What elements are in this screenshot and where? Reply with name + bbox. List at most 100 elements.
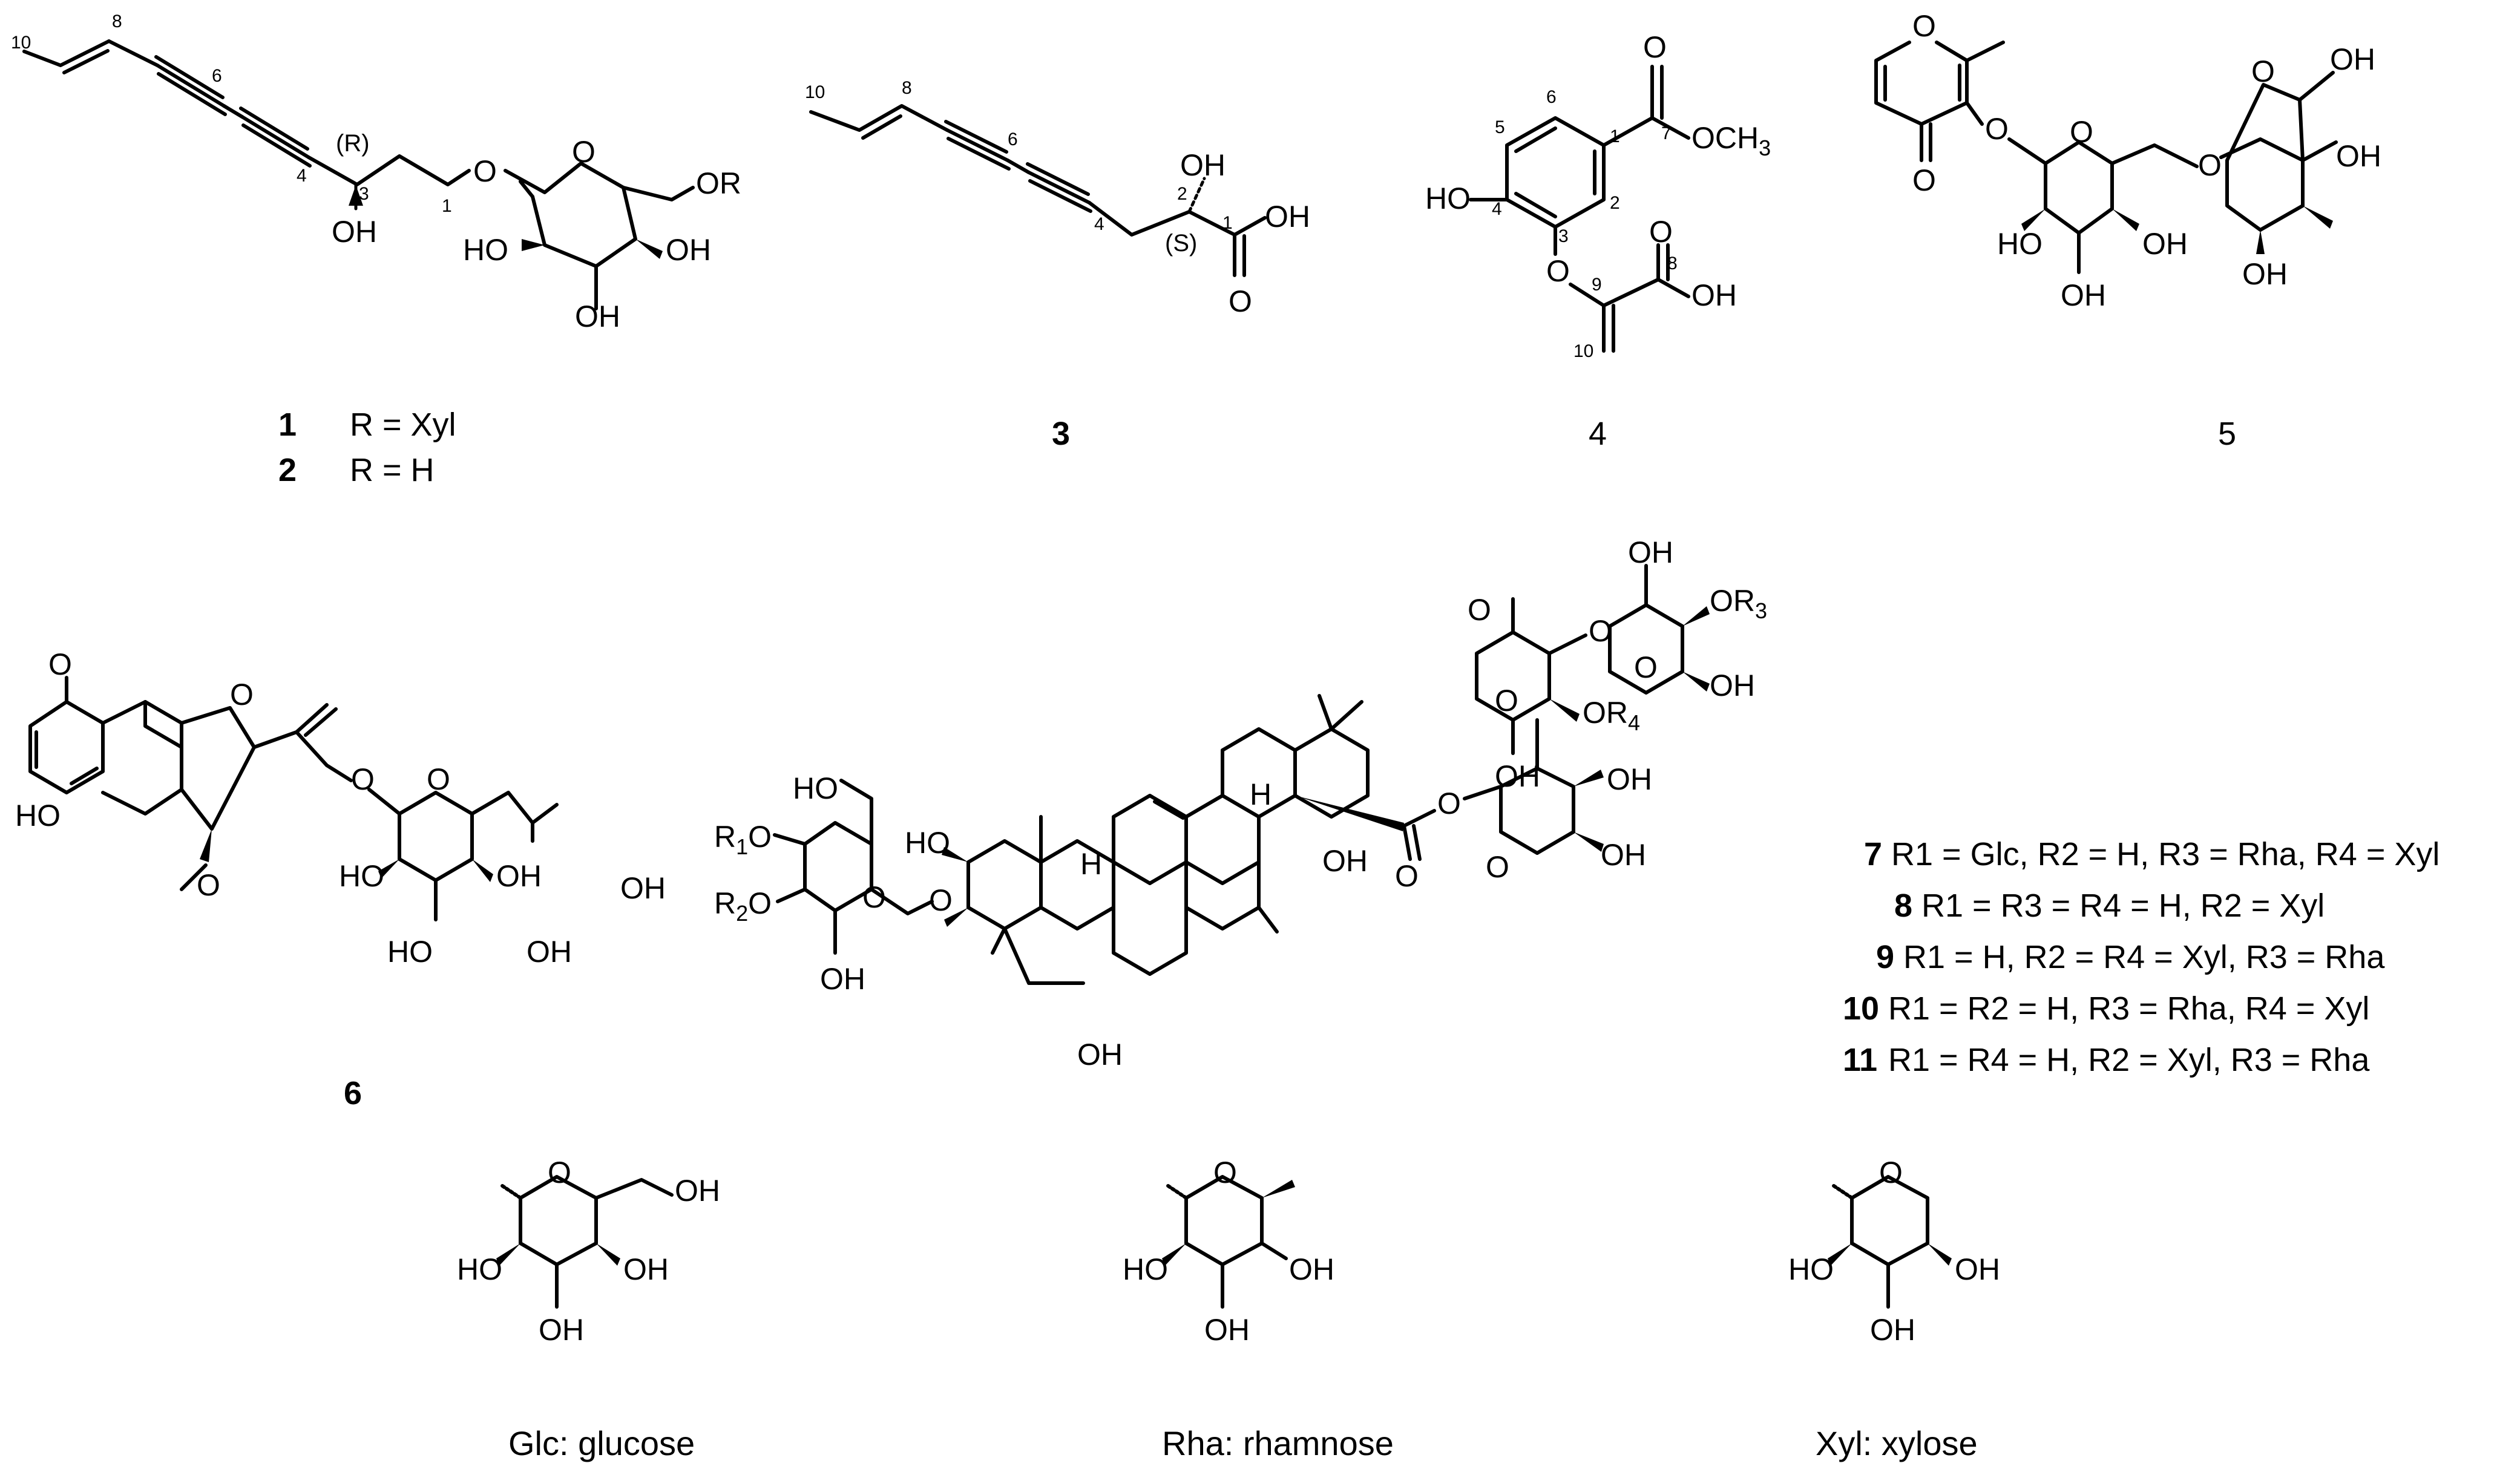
- locant-10: 10: [11, 33, 31, 53]
- compound-11-rgroups: R1 = R4 = H, R2 = Xyl, R3 = Rha: [1888, 1042, 2370, 1078]
- oh-label: OH: [1265, 200, 1310, 234]
- compound-11-id: 11: [1843, 1042, 1877, 1078]
- oh-label: OH: [2061, 278, 2106, 312]
- acetyl-o-label: O: [48, 647, 72, 681]
- locant-4: 4: [1492, 199, 1502, 219]
- compound-1-2-structure: [22, 39, 695, 310]
- linkage-o-label: O: [2198, 148, 2222, 182]
- oh-label: OH: [620, 871, 666, 905]
- stereo-R-label: (R): [336, 130, 370, 157]
- ring-o-label: O: [1468, 593, 1491, 627]
- oh-label: OH: [1180, 148, 1226, 182]
- oh-label: OH: [2330, 42, 2375, 76]
- r1o-label: R1O: [714, 820, 772, 859]
- triterpenoid-saponin-structure: [773, 564, 1710, 985]
- locant-8: 8: [1667, 254, 1678, 273]
- oh-label: OH: [666, 233, 711, 267]
- oh-label: OH: [1870, 1313, 1915, 1347]
- locant-1: 1: [1610, 126, 1620, 146]
- locant-4: 4: [297, 166, 307, 186]
- ho-label: HO: [457, 1252, 502, 1286]
- oh-label: OH: [1204, 1313, 1250, 1347]
- locant-7: 7: [1661, 123, 1672, 143]
- compound-9-id: 9: [1876, 939, 1894, 975]
- locant-6: 6: [1546, 87, 1557, 107]
- ring-o-label: O: [1213, 1156, 1237, 1189]
- ring-o-label: O: [862, 880, 886, 914]
- furan-o-label: O: [230, 678, 254, 711]
- ho-label: HO: [905, 826, 950, 860]
- carbonyl-o-label: O: [1912, 163, 1936, 197]
- carbonyl-o-label: O: [1649, 215, 1673, 249]
- ho-label: HO: [1123, 1252, 1168, 1286]
- oh-label: OH: [539, 1313, 584, 1347]
- locant-6: 6: [1008, 129, 1018, 149]
- locant-3: 3: [1558, 226, 1569, 246]
- oh-label: OH: [1495, 759, 1540, 793]
- compound-6-id: 6: [344, 1075, 362, 1111]
- h-label: H: [1250, 777, 1271, 811]
- linkage-o-label: O: [1589, 614, 1612, 648]
- locant-4: 4: [1094, 214, 1104, 234]
- oh-label: OH: [575, 299, 620, 333]
- compound-2-substituent: R = H: [350, 452, 435, 488]
- compound-1-id: 1: [278, 407, 297, 443]
- oh-label: OH: [1710, 669, 1755, 702]
- rhamnose-structure: [1162, 1175, 1295, 1309]
- locant-8: 8: [112, 11, 122, 31]
- ring-o-label: O: [2070, 115, 2093, 149]
- compound-9-rgroups: R1 = H, R2 = R4 = Xyl, R3 = Rha: [1903, 939, 2385, 975]
- stereo-S-label: (S): [1165, 230, 1197, 257]
- oh-label: OH: [332, 215, 377, 249]
- ester-o-label: O: [1437, 787, 1461, 820]
- compound-10-id: 10: [1843, 990, 1879, 1027]
- locant-10: 10: [1573, 341, 1593, 361]
- compound-8-rgroups: R1 = R3 = R4 = H, R2 = Xyl: [1921, 888, 2325, 924]
- h-label: H: [1080, 847, 1102, 881]
- oh-label: OH: [1077, 1038, 1123, 1071]
- compound-8-id: 8: [1894, 888, 1912, 924]
- compound-7-rgroups: R1 = Glc, R2 = H, R3 = Rha, R4 = Xyl: [1891, 836, 2440, 872]
- locant-1: 1: [442, 196, 452, 216]
- oh-label: OH: [1322, 844, 1368, 878]
- oh-label: OH: [1607, 762, 1652, 796]
- xylose-caption: Xyl: xylose: [1816, 1424, 1978, 1462]
- oh-label: OH: [1628, 535, 1673, 569]
- locant-6: 6: [212, 66, 222, 86]
- ho-label: HO: [1425, 182, 1471, 215]
- ho-label: HO: [1788, 1252, 1834, 1286]
- compound-7-id: 7: [1864, 836, 1882, 872]
- locant-9: 9: [1592, 275, 1602, 295]
- compound-4-structure: [1469, 65, 1690, 353]
- oh-label: OH: [1691, 278, 1737, 312]
- oh-label: OH: [2242, 257, 2288, 291]
- ring-o-label: O: [2251, 54, 2275, 88]
- compound-5-structure: [1874, 41, 2338, 274]
- glycosidic-o-label: O: [1985, 112, 2009, 146]
- ho-label: HO: [793, 771, 838, 805]
- compound-10-rgroups: R1 = R2 = H, R3 = Rha, R4 = Xyl: [1888, 990, 2369, 1027]
- glucose-structure: [496, 1175, 674, 1309]
- rhamnose-caption: Rha: rhamnose: [1162, 1424, 1394, 1462]
- compound-1-substituent: R = Xyl: [350, 407, 456, 443]
- compound-3-structure: [809, 104, 1267, 277]
- compound-2-id: 2: [278, 452, 297, 488]
- compound-3-id: 3: [1052, 416, 1070, 452]
- ring-o-label: O: [1879, 1156, 1903, 1189]
- or-label: OR: [696, 166, 741, 200]
- carbonyl-o-label: O: [1395, 859, 1419, 893]
- carbonyl-o-label: O: [1643, 30, 1667, 64]
- ring-o-label: O: [572, 135, 596, 169]
- oh-label: OH: [2142, 227, 2188, 261]
- locant-2: 2: [1177, 184, 1187, 204]
- compound-4-id: 4: [1589, 416, 1607, 452]
- xylose-structure: [1828, 1175, 1952, 1309]
- oh-label: OH: [820, 962, 865, 996]
- oh-label: OH: [1955, 1252, 2000, 1286]
- oh-label: OH: [675, 1174, 720, 1208]
- compound-5-id: 5: [2218, 416, 2236, 452]
- locant-3: 3: [359, 184, 369, 204]
- oh-label: OH: [496, 859, 542, 893]
- methoxy-o-label: O: [197, 868, 220, 902]
- ho-label: HO: [15, 799, 61, 832]
